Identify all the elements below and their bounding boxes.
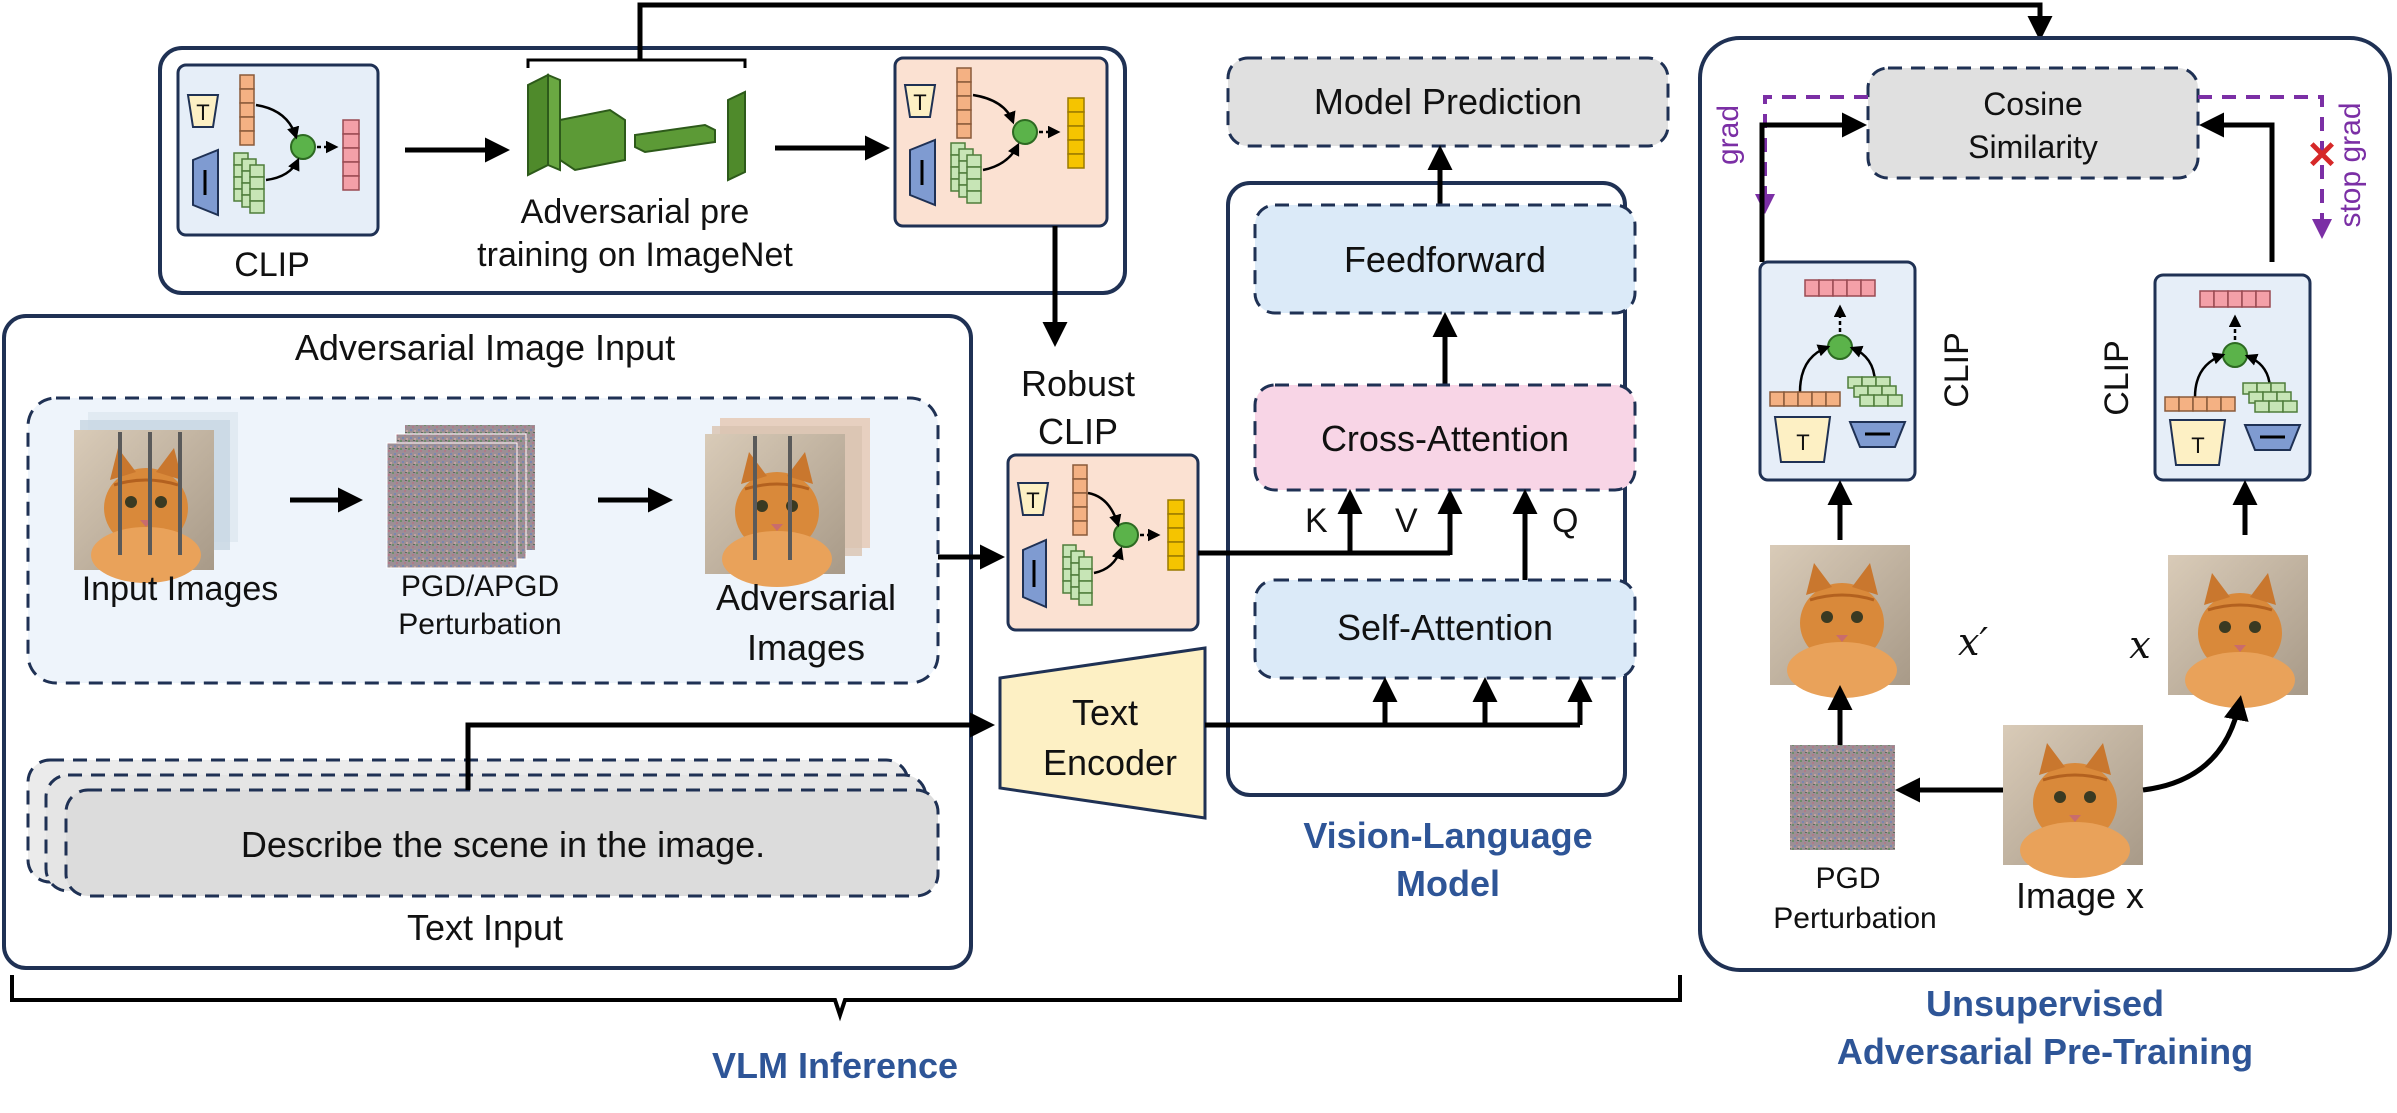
robust-clip-icon-top: T — [893, 56, 1109, 228]
prompt-text: Describe the scene in the image. — [241, 824, 765, 865]
text-input-label: Text Input — [407, 907, 563, 948]
clip-icon-left: T — [1758, 260, 1917, 482]
robust-clip-icon: T — [1006, 453, 1200, 632]
q-label: Q — [1552, 502, 1578, 540]
pgd-apgd-label-2: Perturbation — [398, 608, 561, 641]
pgd-apgd-label-1: PGD/APGD — [401, 570, 559, 603]
vision-language-model-panel: Model Prediction Feedforward Cross-Atten… — [1226, 56, 1670, 797]
text-encoder-label-1: Text — [1072, 692, 1138, 733]
model-prediction-box — [1226, 56, 1670, 148]
adversarial-images-stack — [703, 418, 870, 589]
vlm-title-1: Vision-Language — [1303, 815, 1592, 856]
pgd-label-1: PGD — [1815, 862, 1880, 895]
pretrain-title-2: Adversarial Pre-Training — [1837, 1031, 2253, 1072]
cat-photo-adversarial — [1768, 543, 1912, 700]
robust-clip-label-1: Robust — [1021, 363, 1135, 404]
input-images-stack — [72, 412, 238, 585]
adversarial-images-label-2: Images — [747, 627, 865, 668]
self-attention-label: Self-Attention — [1337, 607, 1553, 648]
feedforward-box — [1253, 203, 1637, 315]
vlm-inference-brace — [10, 975, 1682, 1022]
vlm-inference-title: VLM Inference — [712, 1045, 958, 1086]
adversarial-pretraining-label-1: Adversarial pre — [521, 193, 750, 231]
adversarial-input-title: Adversarial Image Input — [295, 327, 675, 368]
clip-left-label: CLIP — [1938, 332, 1976, 408]
cat-photo — [72, 428, 216, 585]
cosine-label-1: Cosine — [1983, 86, 2083, 122]
k-label: K — [1305, 502, 1328, 540]
cat-photo-source — [2001, 723, 2145, 880]
pretrain-title-1: Unsupervised — [1926, 983, 2164, 1024]
clip-icon — [178, 65, 378, 235]
adversarial-pretraining-label-2: training on ImageNet — [477, 236, 793, 274]
unsupervised-pretraining-panel: Cosine Similarity grad ✕ stop grad — [1698, 36, 2392, 972]
svg-text:T: T — [1796, 430, 1809, 455]
noise-image — [386, 425, 535, 569]
cross-attention-box — [1253, 383, 1637, 492]
cat-photo-clean — [2166, 553, 2310, 710]
resnet-icon — [527, 73, 746, 182]
image-x-label: Image x — [2016, 875, 2144, 916]
svg-text:T: T — [1026, 488, 1039, 513]
top-pretraining-box: CLIP Adversarial pre training on ImageNe… — [158, 46, 1127, 295]
x-prime-label: x′ — [1958, 620, 1988, 664]
adversarial-image-input-panel: Adversarial Image Input Input Images PGD… — [2, 314, 973, 970]
clip-label: CLIP — [234, 246, 310, 284]
noise-image — [1790, 745, 1895, 850]
stop-x-icon: ✕ — [2306, 135, 2338, 177]
clip-icon-right: T — [2153, 273, 2312, 482]
svg-text:T: T — [913, 90, 926, 115]
vlm-title-2: Model — [1396, 863, 1500, 904]
cosine-similarity-box — [1866, 66, 2200, 180]
text-encoder-label-2: Encoder — [1043, 742, 1177, 783]
model-prediction-label: Model Prediction — [1314, 81, 1582, 122]
clip-right-label: CLIP — [2098, 340, 2136, 416]
cosine-label-2: Similarity — [1968, 129, 2098, 165]
x-label: x — [2129, 623, 2150, 667]
pgd-label-2: Perturbation — [1773, 902, 1936, 935]
text-encoder: Text Encoder — [998, 646, 1207, 820]
adversarial-images-label-1: Adversarial — [716, 577, 896, 618]
robust-clip-label-2: CLIP — [1038, 411, 1118, 452]
grad-label: grad — [1712, 105, 1745, 165]
input-images-label: Input Images — [82, 570, 279, 608]
cross-attention-label: Cross-Attention — [1321, 418, 1569, 459]
prompt-box — [64, 788, 940, 898]
cat-photo — [703, 432, 847, 589]
feedforward-label: Feedforward — [1344, 239, 1546, 280]
svg-text:T: T — [2191, 433, 2204, 458]
stop-grad-label: stop grad — [2334, 102, 2367, 227]
v-label: V — [1395, 502, 1418, 540]
self-attention-box — [1253, 578, 1637, 680]
